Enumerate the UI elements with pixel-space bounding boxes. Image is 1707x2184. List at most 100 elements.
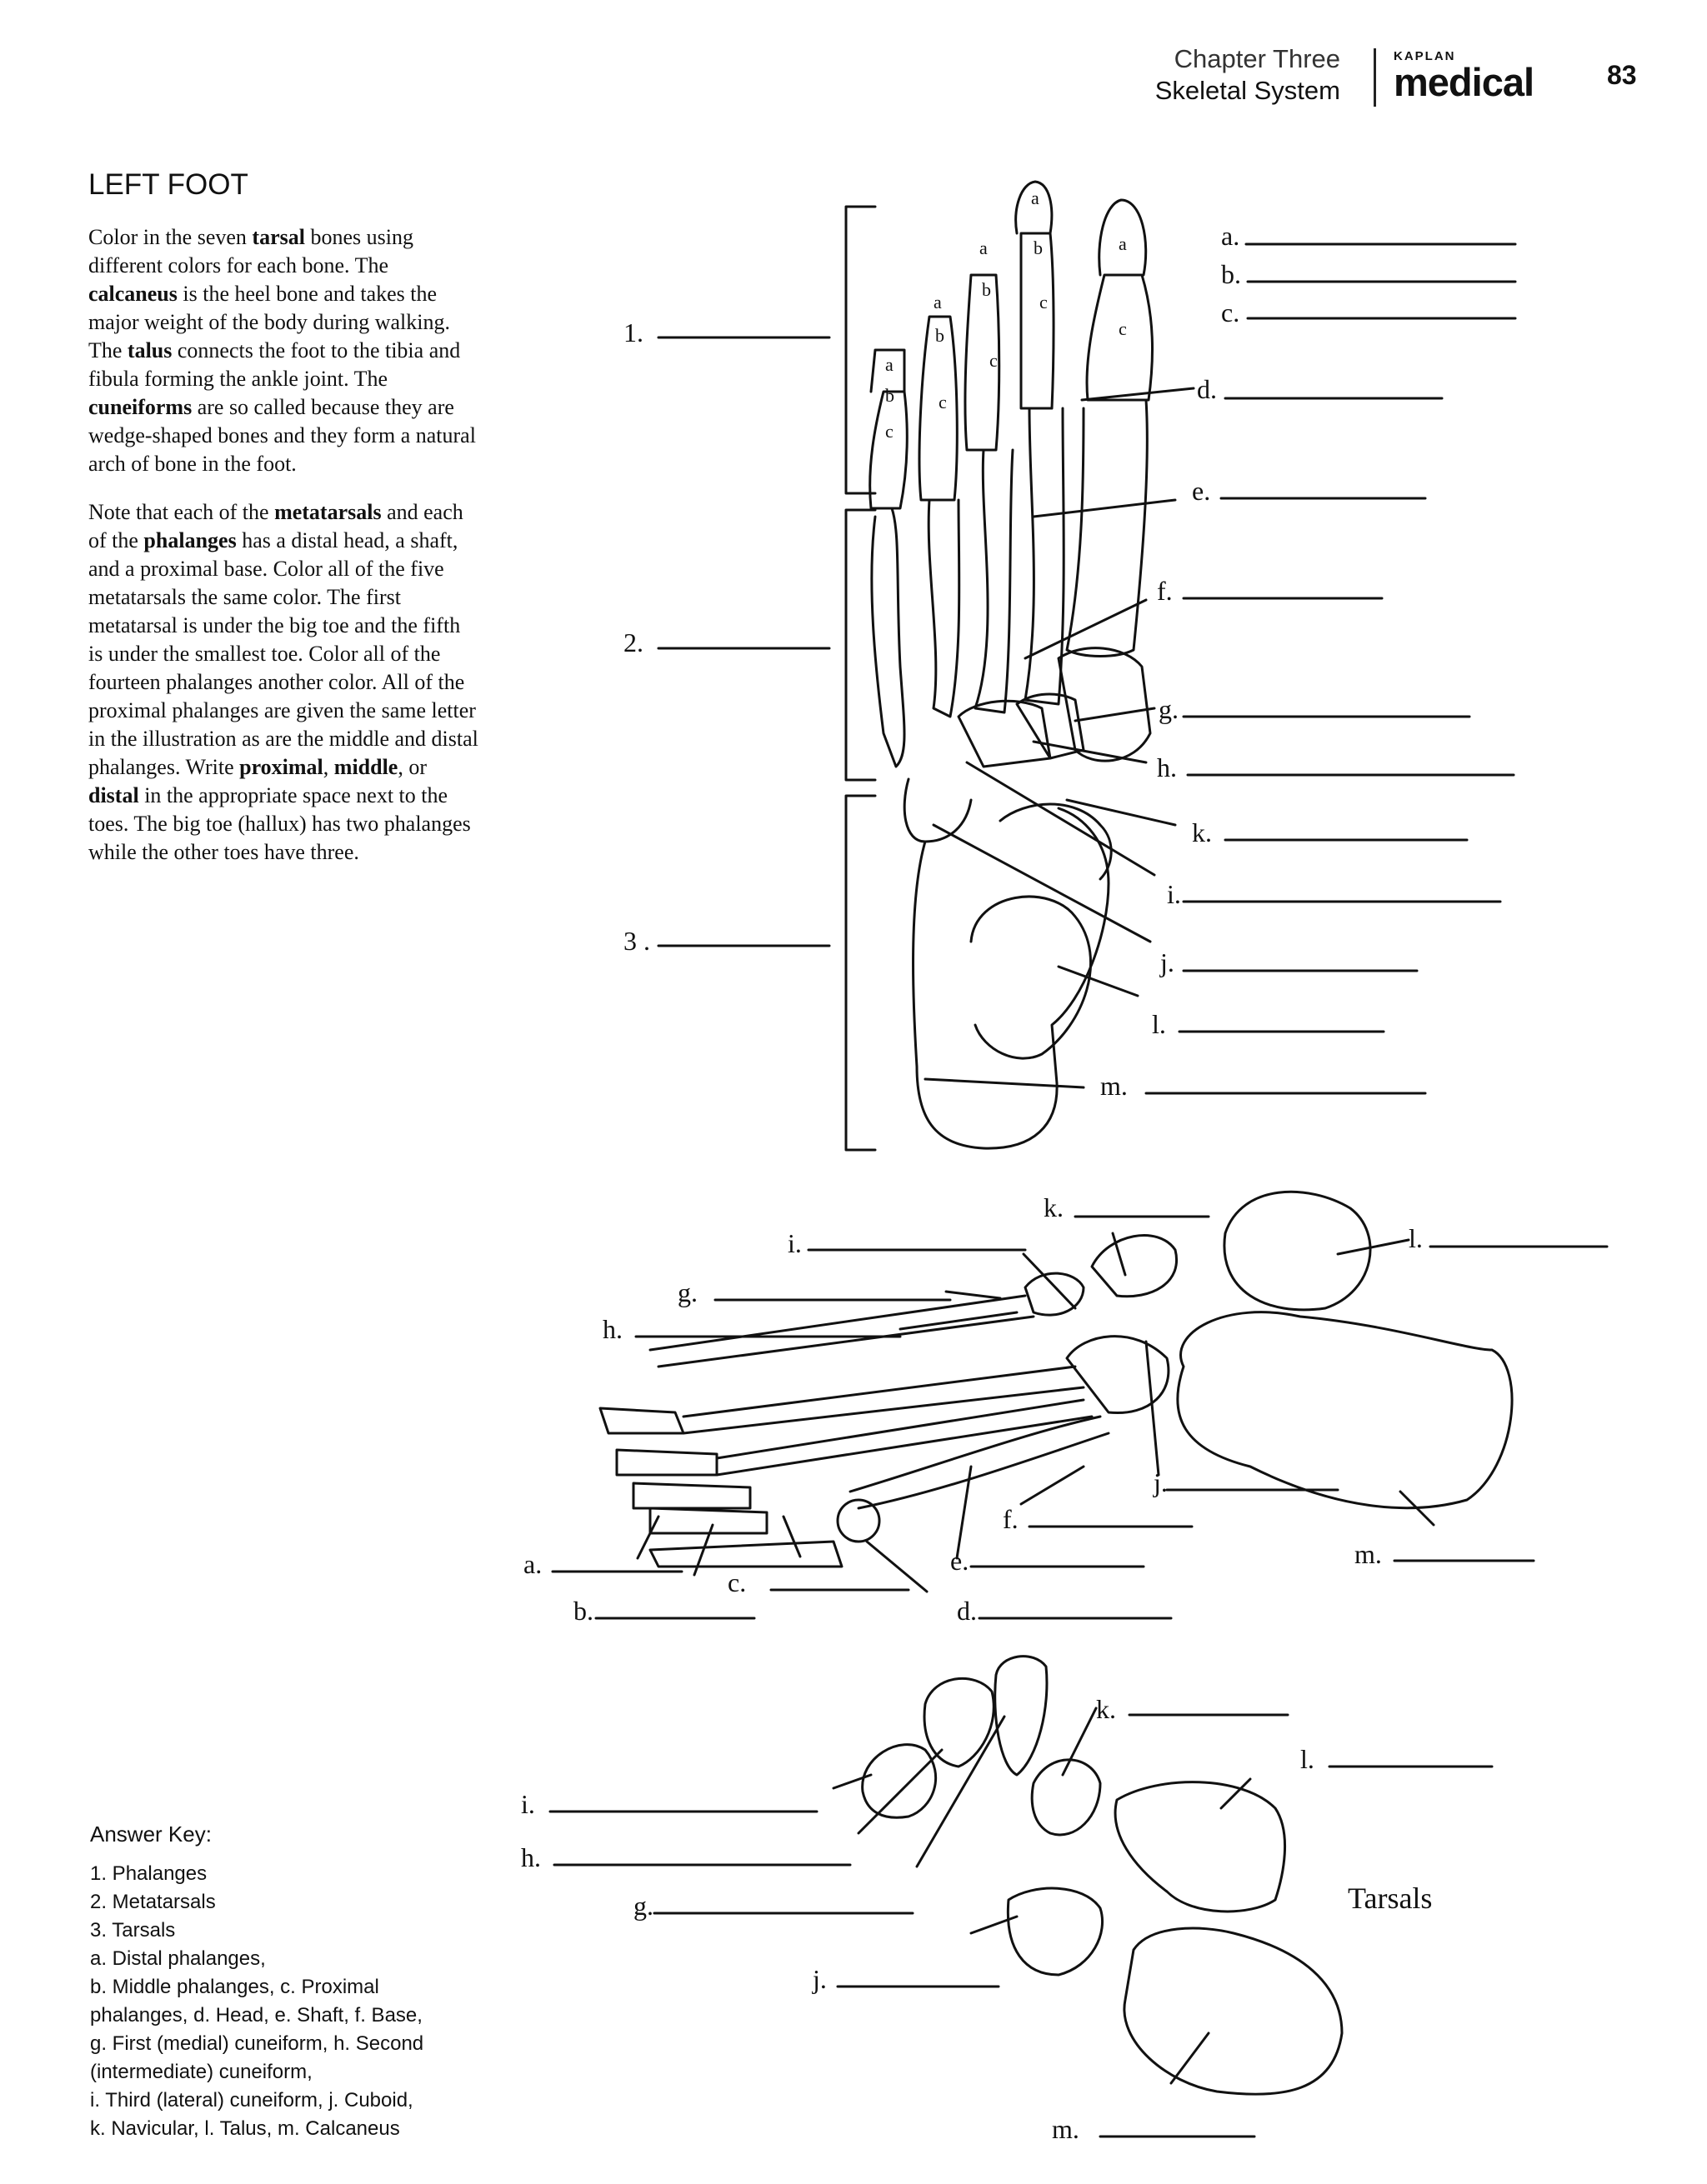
svg-text:a: a: [885, 354, 894, 375]
metatarsal-3: [974, 448, 1014, 714]
answer-key-line: i. Third (lateral) cuneiform, j. Cuboid,: [90, 2089, 413, 2112]
tarsal-label-k: k.: [1096, 1694, 1116, 1724]
answer-key-line: b. Middle phalanges, c. Proximal: [90, 1976, 379, 1998]
answer-key: Answer Key: 1. Phalanges 2. Metatarsals …: [90, 1820, 482, 2143]
navicular-side: [1090, 1234, 1178, 1298]
side-label-i: i.: [788, 1228, 802, 1258]
intro-text-run: Note that each of the: [88, 500, 275, 524]
answer-key-line: k. Navicular, l. Talus, m. Calcaneus: [90, 2117, 400, 2140]
tarsal-label-j: j.: [812, 1964, 827, 1994]
svg-text:b: b: [935, 325, 944, 346]
side-label-a: a.: [523, 1549, 542, 1579]
leader-m: [924, 1077, 1085, 1089]
intro-bold-term: phalanges: [143, 528, 237, 552]
group-label-1: 1.: [623, 317, 643, 347]
intro-bold-term: talus: [127, 338, 173, 362]
tarsal-label-l: l.: [1300, 1744, 1314, 1774]
dorsal-foot-illustration: [657, 180, 1517, 1152]
answer-key-line: 2. Metatarsals: [90, 1891, 216, 1913]
tarsal-label-h: h.: [521, 1842, 541, 1872]
svg-text:a: a: [934, 292, 942, 312]
answer-key-line: phalanges, d. Head, e. Shaft, f. Base,: [90, 2004, 423, 2027]
tarsal-navicular: [1030, 1758, 1102, 1837]
metatarsal-4: [927, 498, 961, 718]
side-label-g: g.: [678, 1277, 698, 1307]
side-label-f: f.: [1003, 1504, 1019, 1534]
answer-key-heading: Answer Key:: [90, 1822, 212, 1847]
calcaneus-side: [1176, 1311, 1514, 1510]
svg-text:c: c: [989, 350, 998, 371]
kaplan-medical-logo: KAPLAN medical: [1394, 50, 1534, 102]
leader-j: [932, 823, 1152, 943]
intro-paragraph-2: Note that each of the metatarsals and ea…: [88, 498, 480, 867]
intro-bold-term: metatarsals: [274, 500, 382, 524]
intro-text-run: , or: [398, 755, 428, 779]
label-e: e.: [1192, 476, 1210, 506]
svg-text:b: b: [982, 279, 991, 300]
lateral-foot-labels: k. i. l. g. h. j. f. m. a. c. e. b. d.: [523, 1192, 1423, 1626]
tarsals-illustration: [548, 1655, 1494, 2138]
label-a: a.: [1221, 221, 1239, 251]
side-label-h: h.: [603, 1314, 623, 1344]
intro-paragraph-1: Color in the seven tarsal bones using di…: [88, 223, 480, 478]
leader-g: [1074, 707, 1156, 722]
intro-bold-term: cuneiforms: [88, 395, 193, 419]
side-label-d: d.: [957, 1596, 977, 1626]
side-label-l: l.: [1409, 1223, 1423, 1253]
bone-letter-b: b: [1034, 237, 1043, 258]
leader-h: [1032, 740, 1148, 764]
intro-text-run: are so called because they are wedge-sha…: [88, 395, 476, 476]
tarsal-label-i: i.: [521, 1789, 535, 1819]
leader-f: [1024, 598, 1148, 660]
side-label-k: k.: [1044, 1192, 1064, 1222]
calcaneus-outline: [912, 807, 1110, 1150]
side-label-b: b.: [573, 1596, 593, 1626]
tarsal-lateral-cuneiform: [861, 1743, 938, 1819]
leader-e: [1032, 498, 1177, 518]
group-label-2: 2.: [623, 627, 643, 657]
label-l: l.: [1152, 1009, 1166, 1039]
section-title: Skeletal System: [1154, 76, 1340, 105]
toe-4-phalanges: [918, 315, 959, 502]
svg-text:c: c: [939, 392, 947, 412]
intro-text-run: has a distal head, a shaft, and a proxim…: [88, 528, 478, 779]
answer-key-line: g. First (medial) cuneiform, h. Second: [90, 2032, 424, 2055]
label-h: h.: [1157, 752, 1177, 782]
answer-key-line: 3. Tarsals: [90, 1919, 176, 1942]
cuneiform-medial-outline: [1057, 647, 1152, 762]
chapter-heading: Chapter Three Skeletal System: [1155, 43, 1340, 107]
page-number: 83: [1607, 60, 1637, 90]
intro-text-run: ,: [323, 755, 334, 779]
tarsal-cuboid: [1006, 1887, 1104, 1977]
bone-letters: a b c a c a b c a b c a b c: [885, 187, 1127, 442]
label-k: k.: [1192, 817, 1212, 847]
intro-bold-term: calcaneus: [88, 282, 178, 306]
answer-key-line: 1. Phalanges: [90, 1862, 208, 1885]
logo-kaplan-text: KAPLAN: [1394, 49, 1456, 63]
bracket-tarsals: [844, 794, 877, 1152]
toe-3-phalanges: [964, 273, 1001, 452]
tarsal-medial-cuneiform: [994, 1655, 1049, 1777]
label-g: g.: [1159, 694, 1179, 724]
cuneiform-lateral-outline: [957, 699, 1052, 768]
metatarsal-1: [1065, 398, 1149, 657]
dorsal-foot-labels: 1. 2. 3 . a. b. c. d. e. f. g. h. k. i. …: [623, 221, 1241, 1101]
intro-text-run: connects the foot to the tibia and fibul…: [88, 338, 461, 391]
label-d: d.: [1197, 374, 1217, 404]
navicular-outline: [999, 802, 1113, 881]
tarsals-labels: k. l. i. h. g. j. m. Tarsals: [521, 1694, 1432, 2144]
leader-l: [1057, 965, 1139, 997]
leader-d: [1080, 387, 1195, 402]
cuboid-side: [1065, 1335, 1170, 1415]
answer-key-line: a. Distal phalanges,: [90, 1947, 266, 1970]
intro-text-run: Color in the seven: [88, 225, 253, 249]
svg-text:b: b: [885, 385, 894, 406]
leader-k: [1065, 798, 1177, 827]
bracket-metatarsals: [844, 508, 877, 782]
bone-letter-c: c: [1039, 292, 1048, 312]
intro-text-run: bones using different colors for each bo…: [88, 225, 413, 277]
side-label-c: c.: [728, 1567, 746, 1597]
label-j: j.: [1159, 947, 1174, 977]
group-label-3: 3 .: [623, 926, 650, 956]
